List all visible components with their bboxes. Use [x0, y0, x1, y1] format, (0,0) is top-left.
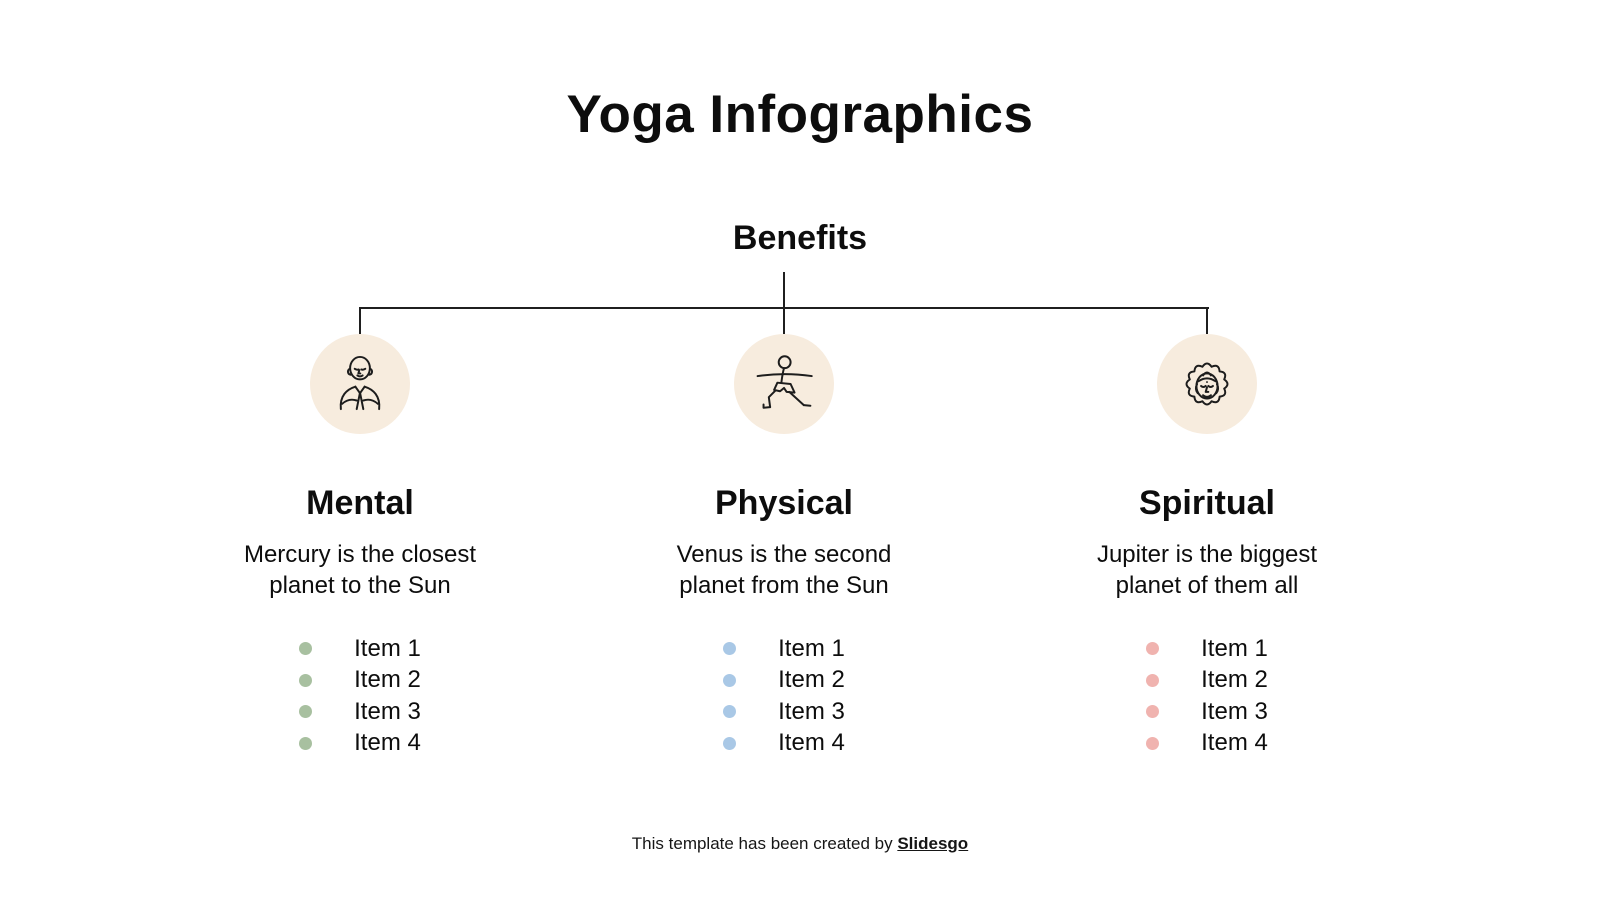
bullet-dot	[1146, 705, 1160, 719]
item-list-spiritual: Item 1 Item 2 Item 3 Item 4	[1146, 633, 1268, 759]
list-item-label: Item 3	[778, 697, 845, 725]
list-item-label: Item 4	[1201, 729, 1268, 757]
bullet-dot	[723, 642, 737, 656]
list-item-label: Item 2	[354, 666, 421, 694]
column-description-spiritual: Jupiter is the biggest planet of them al…	[1096, 541, 1318, 599]
list-item: Item 2	[723, 665, 845, 697]
bullet-dot	[299, 736, 313, 750]
bullet-dot	[299, 673, 313, 687]
list-item: Item 2	[299, 665, 421, 697]
bullet-dot	[723, 705, 737, 719]
bullet-dot	[299, 705, 313, 719]
list-item-label: Item 3	[1201, 697, 1268, 725]
column-description-physical: Venus is the second planet from the Sun	[676, 541, 892, 599]
item-list-physical: Item 1 Item 2 Item 3 Item 4	[723, 633, 845, 759]
list-item: Item 1	[723, 633, 845, 665]
connector-stub-mental	[359, 307, 361, 334]
list-item: Item 1	[1146, 633, 1268, 665]
page-title: Yoga Infographics	[566, 85, 1034, 144]
list-item-label: Item 4	[778, 729, 845, 757]
bullet-dot	[1146, 673, 1160, 687]
list-item-label: Item 4	[354, 729, 421, 757]
list-item: Item 3	[299, 696, 421, 728]
list-item-label: Item 2	[1201, 666, 1268, 694]
list-item-label: Item 3	[354, 697, 421, 725]
bullet-dot	[723, 736, 737, 750]
list-item-label: Item 1	[354, 634, 421, 662]
list-item: Item 4	[723, 728, 845, 760]
list-item: Item 1	[299, 633, 421, 665]
bullet-dot	[299, 642, 313, 656]
connector-stem-line	[783, 272, 785, 307]
footer-credit-text: This template has been created by	[631, 834, 898, 853]
slidesgo-link[interactable]: Slidesgo	[897, 834, 969, 853]
column-heading-spiritual: Spiritual	[1138, 484, 1276, 522]
bullet-dot	[723, 673, 737, 687]
list-item: Item 3	[1146, 696, 1268, 728]
benefits-heading: Benefits	[732, 219, 868, 257]
column-heading-mental: Mental	[306, 484, 414, 522]
yoga-warrior-pose-icon	[734, 334, 834, 434]
connector-stub-physical	[783, 307, 785, 334]
list-item: Item 4	[1146, 728, 1268, 760]
column-mental: Mental Mercury is the closest planet to …	[180, 334, 540, 759]
column-spiritual: Spiritual Jupiter is the biggest planet …	[1027, 334, 1387, 759]
bullet-dot	[1146, 736, 1160, 750]
list-item: Item 3	[723, 696, 845, 728]
list-item-label: Item 1	[778, 634, 845, 662]
column-physical: Physical Venus is the second planet from…	[604, 334, 964, 759]
monk-namaste-icon	[310, 334, 410, 434]
column-description-mental: Mercury is the closest planet to the Sun	[243, 541, 477, 599]
list-item-label: Item 2	[778, 666, 845, 694]
list-item-label: Item 1	[1201, 634, 1268, 662]
buddha-lotus-icon	[1157, 334, 1257, 434]
column-heading-physical: Physical	[715, 484, 853, 522]
list-item: Item 4	[299, 728, 421, 760]
list-item: Item 2	[1146, 665, 1268, 697]
item-list-mental: Item 1 Item 2 Item 3 Item 4	[299, 633, 421, 759]
footer-credit: This template has been created by Slides…	[0, 834, 1600, 854]
connector-stub-spiritual	[1206, 307, 1208, 334]
bullet-dot	[1146, 642, 1160, 656]
